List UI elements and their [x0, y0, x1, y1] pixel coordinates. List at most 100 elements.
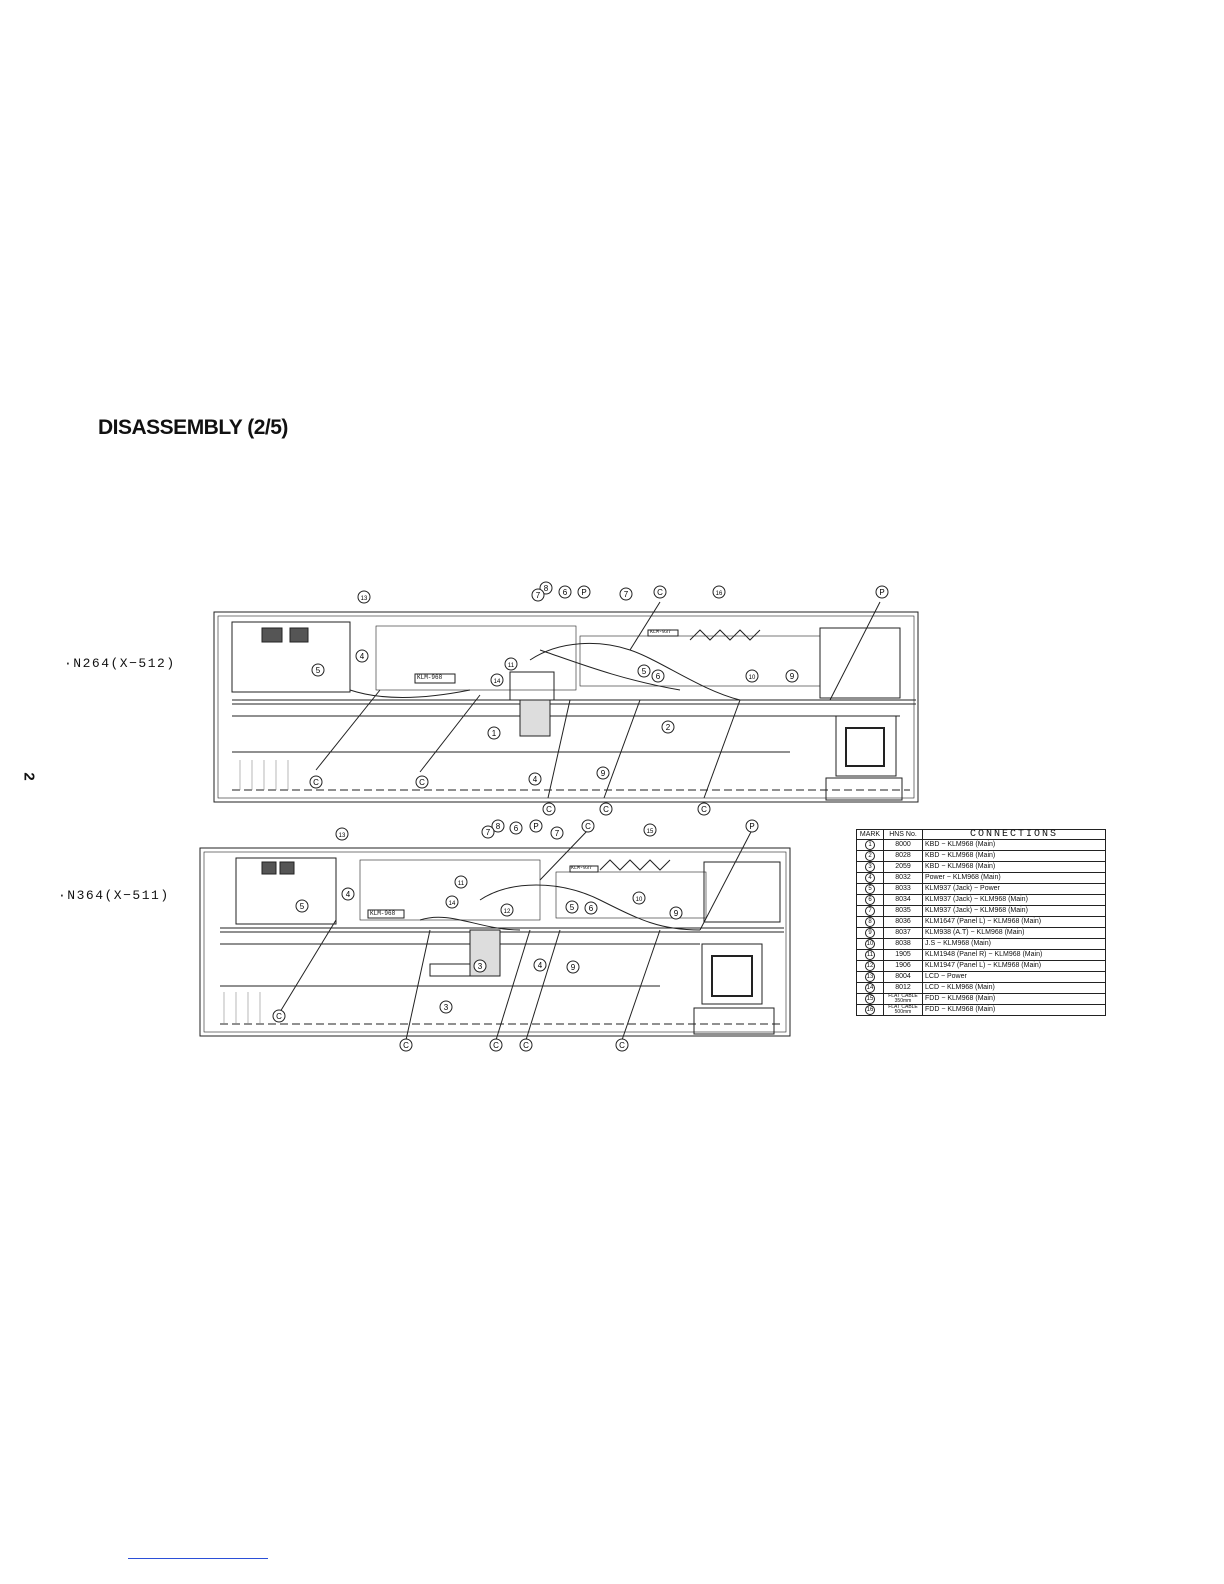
- callout-circle: [439, 1000, 453, 1014]
- row-connection: Power − KLM968 (Main): [922, 872, 1106, 884]
- board-label-top-2: KLM-937: [650, 629, 672, 635]
- row-hns: 8036: [883, 916, 923, 928]
- callout-text: 9: [790, 672, 795, 681]
- callout-circle: [399, 1038, 413, 1052]
- bottom-callout-P: P: [529, 819, 543, 833]
- row-hns: 8037: [883, 927, 923, 939]
- top-callout-14: 14: [490, 673, 504, 687]
- bottom-callout-11: 11: [454, 875, 468, 889]
- mark-circle: 5: [865, 884, 875, 894]
- callout-circle: [490, 673, 504, 687]
- row-mark: 11: [856, 949, 884, 961]
- mark-circle: 4: [865, 873, 875, 883]
- bottom-callout-P: P: [745, 819, 759, 833]
- row-mark: 16: [856, 1004, 884, 1016]
- callout-text: 8: [496, 822, 501, 831]
- row-connection: KLM938 (A.T) − KLM968 (Main): [922, 927, 1106, 939]
- callout-circle: [341, 887, 355, 901]
- header-hns: HNS No.: [883, 829, 923, 840]
- bottom-callout-13: 13: [335, 827, 349, 841]
- bottom-callout-8: 8: [491, 819, 505, 833]
- callout-text: 4: [346, 890, 351, 899]
- callout-text: 7: [536, 591, 541, 600]
- row-hns: 8035: [883, 905, 923, 917]
- callout-circle: [500, 903, 514, 917]
- callout-circle: [533, 958, 547, 972]
- bottom-callout-5: 5: [565, 900, 579, 914]
- callout-text: P: [581, 588, 586, 597]
- callout-text: C: [701, 805, 707, 814]
- bottom-callout-12: 12: [500, 903, 514, 917]
- row-mark: 15: [856, 993, 884, 1005]
- row-connection: FDD − KLM968 (Main): [922, 1004, 1106, 1016]
- top-callout-C: C: [542, 802, 556, 816]
- diagram-n264: [213, 601, 919, 803]
- row-hns: 8032: [883, 872, 923, 884]
- row-connection: J.S − KLM968 (Main): [922, 938, 1106, 950]
- callout-circle: [519, 1038, 533, 1052]
- row-mark: 8: [856, 916, 884, 928]
- top-callout-2: 2: [661, 720, 675, 734]
- callout-text: C: [403, 1041, 409, 1050]
- callout-circle: [542, 802, 556, 816]
- callout-circle: [745, 669, 759, 683]
- callout-circle: [309, 775, 323, 789]
- callout-circle: [454, 875, 468, 889]
- callout-circle: [355, 649, 369, 663]
- callout-text: 6: [563, 588, 568, 597]
- bottom-callout-C: C: [519, 1038, 533, 1052]
- row-hns: 8038: [883, 938, 923, 950]
- top-callout-C: C: [599, 802, 613, 816]
- callout-text: 2: [666, 723, 671, 732]
- callout-circle: [311, 663, 325, 677]
- callout-circle: [712, 585, 726, 599]
- bottom-callout-5: 5: [295, 899, 309, 913]
- row-mark: 6: [856, 894, 884, 906]
- callout-circle: [577, 585, 591, 599]
- callout-text: 15: [647, 829, 654, 835]
- callout-text: 11: [508, 663, 515, 669]
- footer-link-underline: [128, 1558, 268, 1559]
- callout-text: 5: [300, 902, 305, 911]
- row-hns: 8028: [883, 850, 923, 862]
- callout-text: 13: [339, 833, 346, 839]
- callout-circle: [653, 585, 667, 599]
- row-mark: 9: [856, 927, 884, 939]
- row-connection: KLM937 (Jack) − KLM968 (Main): [922, 894, 1106, 906]
- callout-circle: [619, 587, 633, 601]
- top-callout-C: C: [653, 585, 667, 599]
- top-callout-16: 16: [712, 585, 726, 599]
- row-connection: KBD − KLM968 (Main): [922, 839, 1106, 851]
- callout-circle: [415, 775, 429, 789]
- row-connection: LCD − KLM968 (Main): [922, 982, 1106, 994]
- bottom-callout-C: C: [615, 1038, 629, 1052]
- top-callout-P: P: [577, 585, 591, 599]
- callout-text: 6: [589, 904, 594, 913]
- callout-circle: [661, 720, 675, 734]
- callout-text: 7: [624, 590, 629, 599]
- callout-text: 6: [514, 824, 519, 833]
- callout-circle: [599, 802, 613, 816]
- model-label-n364: ·N364(X−511): [58, 888, 170, 903]
- callout-circle: [504, 657, 518, 671]
- top-callout-6: 6: [651, 669, 665, 683]
- callout-circle: [632, 891, 646, 905]
- top-callout-9: 9: [596, 766, 610, 780]
- callout-circle: [596, 766, 610, 780]
- callout-circle: [491, 819, 505, 833]
- top-callout-4: 4: [528, 772, 542, 786]
- bottom-callout-C: C: [489, 1038, 503, 1052]
- top-callout-9: 9: [785, 669, 799, 683]
- callout-circle: [335, 827, 349, 841]
- callout-circle: [357, 590, 371, 604]
- callout-circle: [531, 588, 545, 602]
